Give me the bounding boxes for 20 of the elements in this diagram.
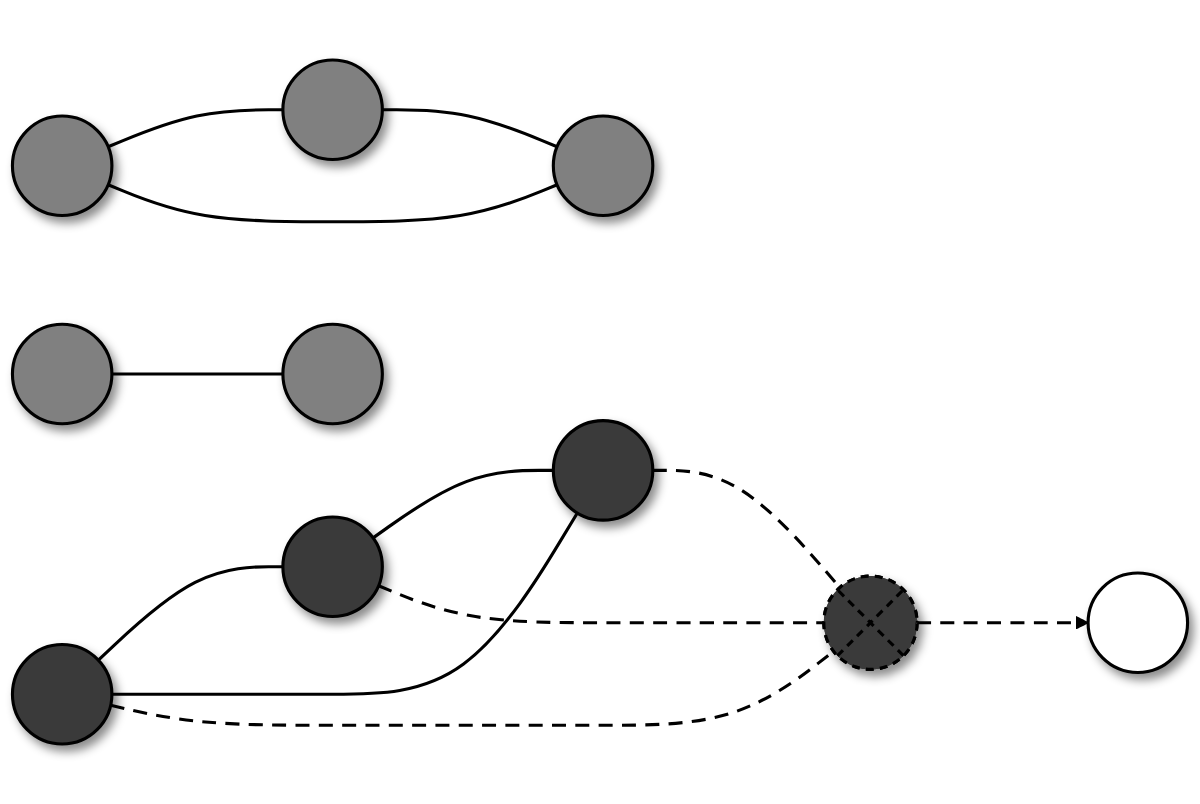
node-circle: [281, 322, 384, 426]
connector: [378, 584, 824, 625]
connector: [652, 468, 842, 589]
connector: [107, 183, 558, 224]
node-circle: [281, 515, 384, 619]
arrow: [917, 615, 1089, 630]
node-circle: [10, 322, 114, 426]
connector: [111, 512, 579, 696]
connector: [110, 650, 835, 727]
connector: [382, 108, 558, 149]
connector: [107, 108, 283, 149]
connector: [372, 468, 554, 540]
node-circle: [10, 642, 114, 746]
connector: [97, 565, 283, 662]
node-circle: [551, 114, 655, 218]
node-circle: [281, 58, 384, 162]
connector: [111, 372, 283, 376]
node-circle: [10, 114, 114, 218]
node-circle: [551, 419, 655, 522]
node-circle: [1086, 571, 1190, 674]
